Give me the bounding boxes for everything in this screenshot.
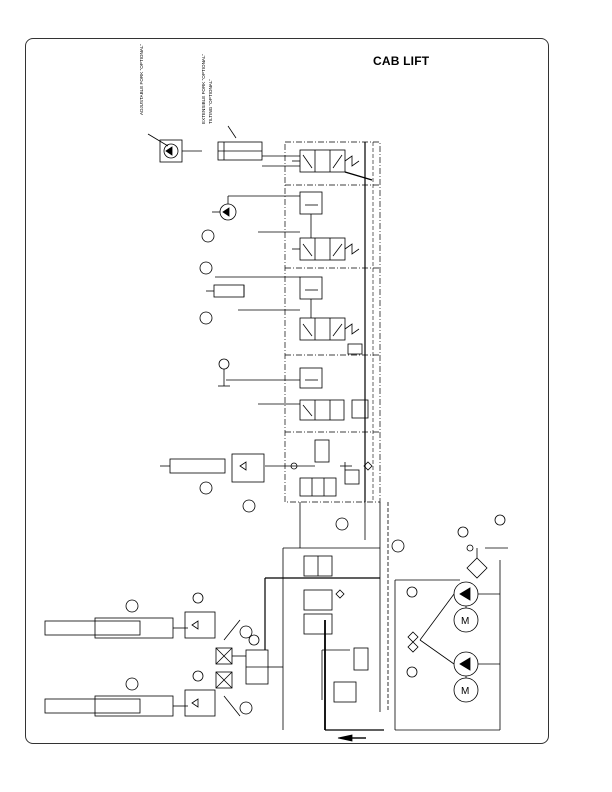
diagram-frame bbox=[25, 38, 549, 744]
lift-cylinder-14 bbox=[160, 453, 265, 513]
valve-section-2 bbox=[228, 191, 360, 261]
tilt-cylinder bbox=[199, 261, 245, 325]
valve-section-5 bbox=[265, 439, 373, 497]
adjustable-fork-motor bbox=[147, 133, 202, 163]
valve-section-1 bbox=[262, 149, 373, 181]
lower-circuit bbox=[264, 502, 500, 742]
valve-section-3 bbox=[215, 276, 363, 355]
extensible-fork-cylinder bbox=[217, 125, 263, 161]
svg-text:M: M bbox=[461, 616, 469, 627]
valve-section-4 bbox=[226, 367, 369, 421]
diagram-title: CAB LIFT bbox=[373, 54, 430, 68]
pump-motor-group: M M bbox=[406, 560, 501, 730]
lift-cylinders bbox=[44, 592, 283, 717]
valve-bank bbox=[284, 141, 381, 503]
pressure-switch-18 bbox=[218, 358, 230, 387]
tilting-motor bbox=[201, 196, 237, 243]
filter-and-check bbox=[457, 514, 508, 579]
svg-text:M: M bbox=[461, 686, 469, 697]
